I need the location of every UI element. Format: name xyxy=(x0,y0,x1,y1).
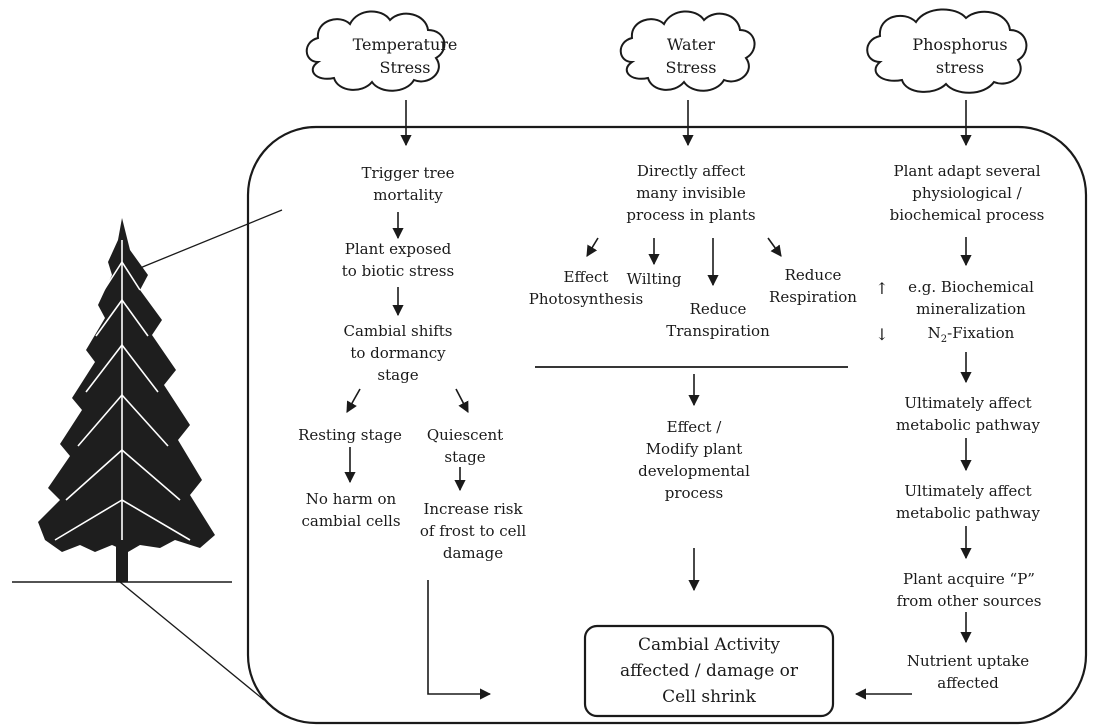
water-cloud xyxy=(619,10,756,92)
zoom-line-top xyxy=(139,209,283,269)
trigger-mortality-label: Trigger tree mortality xyxy=(361,164,455,204)
zoom-line-bottom xyxy=(119,581,265,701)
result-box xyxy=(583,624,835,718)
temperature-cloud xyxy=(305,10,446,92)
resting-stage-label: Resting stage xyxy=(298,426,402,444)
plant-adapt-label: Plant adapt several physiological / bioc… xyxy=(889,162,1045,224)
arrow-direct-to-photosynthesis xyxy=(586,237,599,257)
quiescent-stage-label: Quiescent stage xyxy=(426,426,504,466)
developmental-process-label: Effect / Modify plant developmental proc… xyxy=(638,418,750,502)
result-label: Cambial Activity affected / damage or Ce… xyxy=(619,635,799,707)
n2-fixation-label: N2-Fixation xyxy=(896,322,1046,351)
tree-illustration xyxy=(38,218,215,582)
arrow-frost-to-result xyxy=(427,580,492,700)
n2-fixation-prefix: N xyxy=(927,324,941,342)
phosphorus-cloud xyxy=(866,8,1028,94)
arrow-dormancy-to-resting xyxy=(346,388,361,413)
n2-fixation-subscript: 2 xyxy=(940,334,948,345)
metabolic-pathway-label-2: Ultimately affect metabolic pathway xyxy=(896,482,1040,522)
biochemical-mineralization-label: e.g. Biochemical mineralization xyxy=(908,278,1034,318)
acquire-p-label: Plant acquire “P” from other sources xyxy=(896,570,1042,610)
up-arrow-glyph: ↑ xyxy=(875,279,889,298)
transpiration-label: Reduce Transpiration xyxy=(666,300,770,340)
photosynthesis-label: Effect Photosynthesis xyxy=(528,268,644,308)
no-harm-label: No harm on cambial cells xyxy=(301,490,401,530)
nutrient-uptake-label: Nutrient uptake affected xyxy=(906,652,1030,692)
n2-fixation-suffix: -Fixation xyxy=(947,324,1015,342)
temperature-stress-label: Temperature Stress xyxy=(352,35,458,77)
directly-affect-label: Directly affect many invisible process i… xyxy=(626,162,756,224)
main-frame xyxy=(246,125,1088,725)
wilting-label: Wilting xyxy=(626,270,682,288)
biotic-stress-label: Plant exposed to biotic stress xyxy=(341,240,455,280)
phosphorus-stress-label: Phosphorus stress xyxy=(912,35,1008,77)
dormancy-label: Cambial shifts to dormancy stage xyxy=(343,322,453,384)
respiration-label: Reduce Respiration xyxy=(769,266,857,306)
water-stress-label: Water Stress xyxy=(665,35,717,77)
arrow-dormancy-to-quiescent xyxy=(455,388,469,413)
frost-risk-label: Increase risk of frost to cell damage xyxy=(419,500,527,562)
arrow-direct-to-respiration xyxy=(767,237,782,257)
down-arrow-glyph: ↓ xyxy=(875,325,889,344)
metabolic-pathway-label-1: Ultimately affect metabolic pathway xyxy=(896,394,1040,434)
